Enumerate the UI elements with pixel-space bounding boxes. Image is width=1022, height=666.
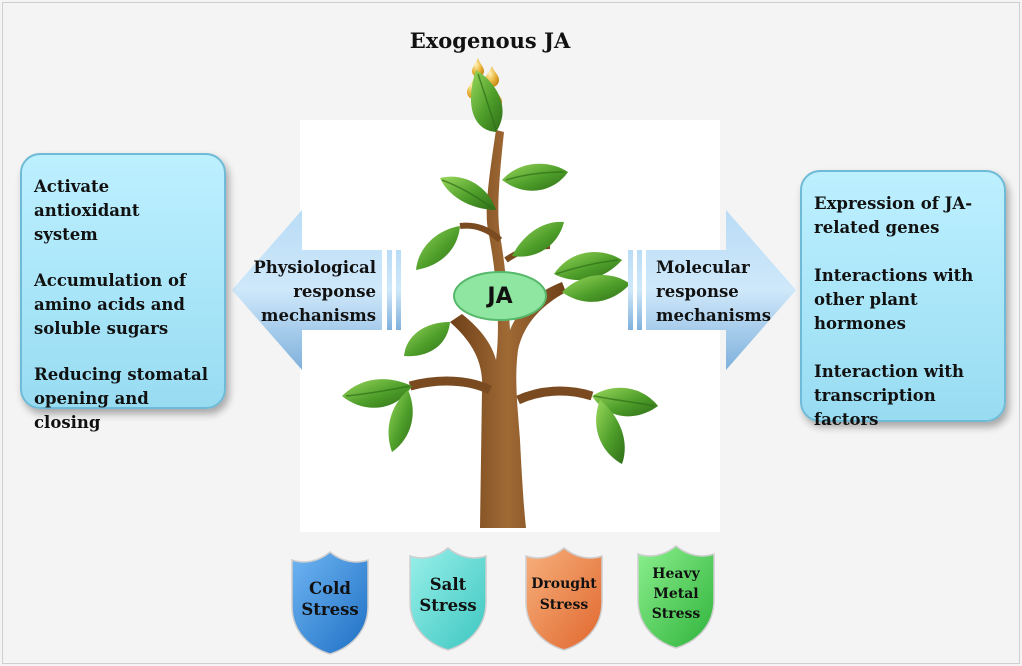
item-line: transcription factors bbox=[814, 386, 936, 429]
arrow-label-line: mechanisms bbox=[261, 306, 376, 325]
molecular-mechanisms-label: Molecular response mechanisms bbox=[656, 256, 776, 328]
shield-label: Drought Stress bbox=[522, 574, 606, 616]
shield-label: Cold Stress bbox=[288, 578, 372, 620]
left-arrow bbox=[232, 210, 401, 370]
item-line: amino acids and bbox=[34, 295, 185, 314]
shield-icon bbox=[525, 547, 603, 651]
shield-line: Cold bbox=[309, 579, 351, 598]
heavy-metal-stress-shield: Heavy Metal Stress bbox=[634, 542, 718, 652]
arrow-label-line: response bbox=[293, 282, 376, 301]
shield-line: Stress bbox=[539, 597, 589, 613]
shield-line: Heavy bbox=[652, 566, 700, 582]
item-line: Accumulation of bbox=[34, 271, 187, 290]
arrow-label-line: mechanisms bbox=[656, 306, 771, 325]
shield-line: Stress bbox=[301, 600, 359, 619]
item-line: Interaction with bbox=[814, 362, 964, 381]
salt-stress-shield: Salt Stress bbox=[406, 544, 490, 654]
cold-stress-shield: Cold Stress bbox=[288, 548, 372, 658]
shield-line: Drought bbox=[531, 576, 597, 592]
ja-center-label: JA bbox=[487, 283, 513, 309]
arrow-label-line: Physiological bbox=[253, 258, 376, 277]
diagram-title: Exogenous JA bbox=[409, 28, 571, 53]
item-line: Interactions with bbox=[814, 266, 974, 285]
physiological-effects-box: Activate antioxidant system Accumulation… bbox=[20, 153, 226, 432]
molecular-effect-item: Expression of JA- related genes bbox=[814, 192, 994, 240]
item-line: related genes bbox=[814, 218, 940, 237]
shield-line: Salt bbox=[429, 575, 467, 594]
item-line: Reducing stomatal bbox=[34, 365, 208, 384]
item-line: Expression of JA- bbox=[814, 194, 973, 213]
shield-icon bbox=[291, 551, 369, 655]
right-arrow bbox=[628, 210, 796, 370]
item-line: Activate antioxidant bbox=[34, 177, 140, 220]
drought-stress-shield: Drought Stress bbox=[522, 544, 606, 654]
item-line: system bbox=[34, 225, 98, 244]
arrow-label-line: Molecular bbox=[656, 258, 750, 277]
shield-icon bbox=[409, 547, 487, 651]
physiological-effect-item: Activate antioxidant system bbox=[34, 175, 214, 247]
physiological-effect-item: Reducing stomatal opening and closing bbox=[34, 363, 214, 435]
shield-line: Stress bbox=[651, 606, 701, 622]
molecular-effect-item: Interactions with other plant hormones bbox=[814, 264, 994, 336]
physiological-effect-item: Accumulation of amino acids and soluble … bbox=[34, 269, 214, 341]
molecular-effects-box: Expression of JA- related genes Interact… bbox=[800, 170, 1006, 429]
physiological-mechanisms-label: Physiological response mechanisms bbox=[248, 256, 376, 328]
item-line: soluble sugars bbox=[34, 319, 169, 338]
item-line: opening and closing bbox=[34, 389, 149, 432]
item-line: other plant hormones bbox=[814, 290, 918, 333]
molecular-effect-item: Interaction with transcription factors bbox=[814, 360, 994, 432]
shield-label: Salt Stress bbox=[406, 574, 490, 616]
shield-line: Stress bbox=[419, 596, 477, 615]
shield-label: Heavy Metal Stress bbox=[634, 564, 718, 624]
shield-line: Metal bbox=[653, 586, 699, 602]
shield-icon bbox=[637, 545, 715, 649]
arrow-label-line: response bbox=[656, 282, 739, 301]
